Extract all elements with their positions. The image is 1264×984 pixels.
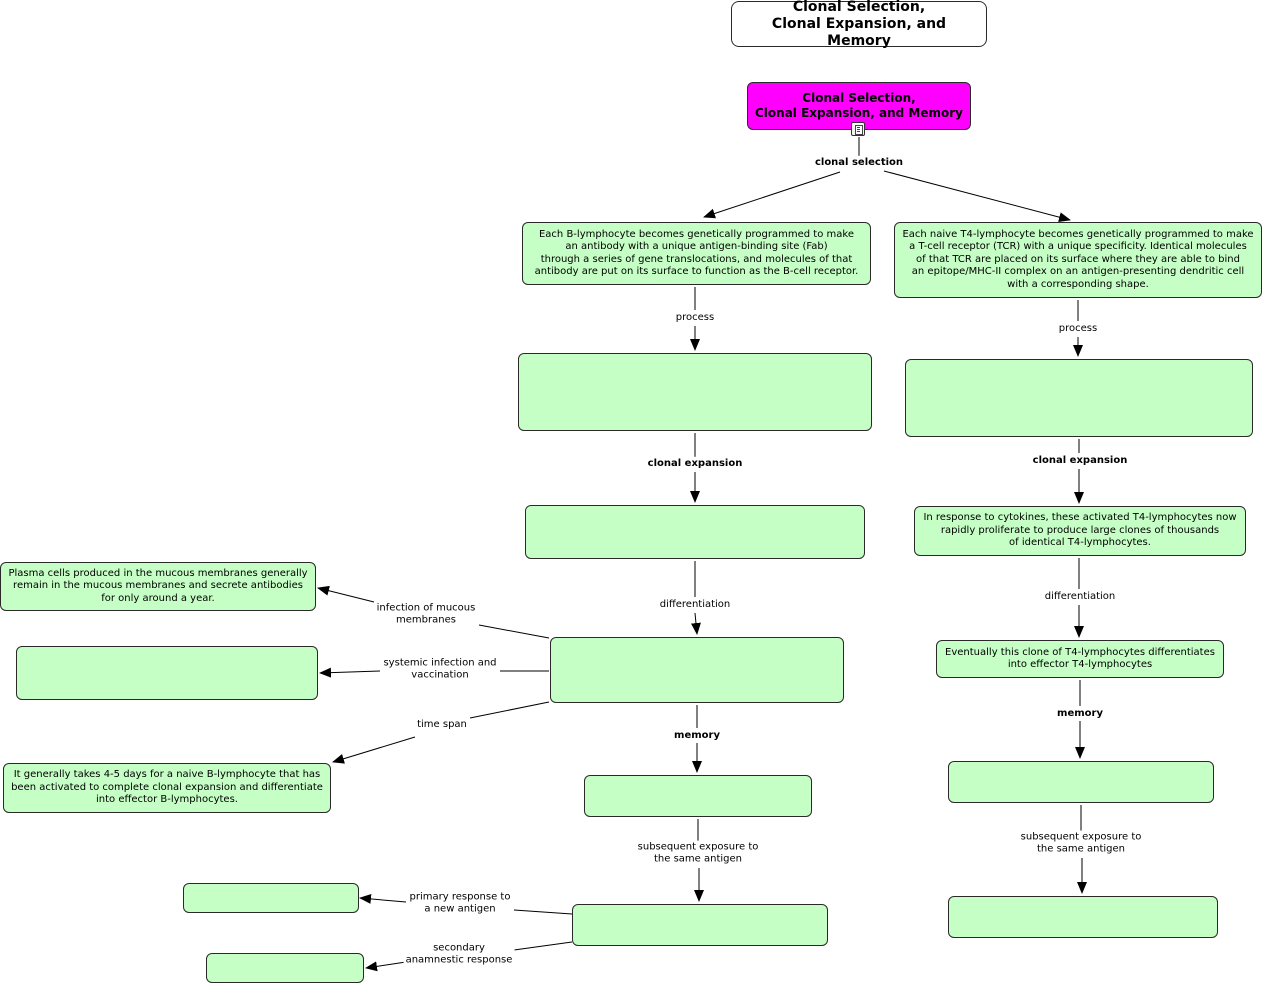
link-b-effector-mucous [478, 624, 550, 639]
t-cell-receptor-node[interactable]: Each naive T4-lymphocyte becomes genetic… [894, 222, 1262, 298]
link-b-secondary-primary [513, 909, 573, 915]
link-b-systemic-node [319, 667, 381, 678]
link-label-clonal-expansion-b: clonal expansion [645, 456, 745, 472]
link-label-infection-mucous: infection of mucous membranes [374, 601, 478, 629]
link-label-systemic-infection: systemic infection and vaccination [381, 656, 499, 684]
mucous-plasma-cells-node[interactable]: Plasma cells produced in the mucous memb… [0, 562, 316, 611]
document-icon[interactable] [851, 122, 865, 136]
link-b-effector-timespan [469, 701, 550, 719]
link-b-timespan-node [332, 736, 416, 764]
secondary-response-node[interactable] [206, 953, 364, 983]
link-label-primary-response: primary response to a new antigen [407, 890, 513, 918]
b-cell-receptor-node[interactable]: Each B-lymphocyte becomes genetically pr… [522, 222, 871, 285]
link-b-secondary-anamnestic [513, 941, 573, 951]
link-label-process-b: process [673, 310, 717, 326]
systemic-infection-node[interactable] [16, 646, 318, 700]
b-cell-activation-node[interactable] [518, 353, 872, 431]
link-label-secondary-response: secondary anamnestic response [403, 941, 515, 969]
link-selection-t [883, 170, 1071, 223]
t-cell-memory-node[interactable] [948, 761, 1214, 803]
link-b-diff-effector [690, 612, 701, 635]
t-cell-effector-node[interactable]: Eventually this clone of T4-lymphocytes … [936, 640, 1224, 678]
link-label-memory-t: memory [1055, 706, 1105, 722]
primary-response-node[interactable] [183, 883, 359, 913]
link-label-memory-b: memory [672, 728, 722, 744]
link-b-anamnestic-node [365, 961, 407, 972]
link-label-process-t: process [1056, 321, 1100, 337]
link-label-differentiation-t: differentiation [1042, 589, 1118, 605]
link-label-clonal-selection: clonal selection [812, 155, 906, 171]
t-cell-expansion-node[interactable]: In response to cytokines, these activate… [914, 506, 1246, 556]
link-label-differentiation-b: differentiation [657, 597, 733, 613]
link-label-time-span: time span [415, 717, 469, 733]
b-cell-expansion-node[interactable] [525, 505, 865, 559]
t-cell-activation-node[interactable] [905, 359, 1253, 437]
link-b-primary-node [359, 893, 407, 904]
link-label-clonal-expansion-t: clonal expansion [1030, 453, 1130, 469]
b-cell-effector-node[interactable] [550, 637, 844, 703]
link-label-subsequent-b: subsequent exposure to the same antigen [635, 840, 761, 868]
t-cell-secondary-exposure-node[interactable] [948, 896, 1218, 938]
time-span-node[interactable]: It generally takes 4-5 days for a naive … [3, 763, 331, 813]
link-selection-b [703, 171, 841, 219]
b-cell-memory-node[interactable] [584, 775, 812, 817]
page-title: Clonal Selection, Clonal Expansion, and … [731, 0, 987, 49]
link-label-subsequent-t: subsequent exposure to the same antigen [1018, 830, 1144, 858]
b-cell-secondary-exposure-node[interactable] [572, 904, 828, 946]
link-b-mucous-node [317, 585, 375, 603]
